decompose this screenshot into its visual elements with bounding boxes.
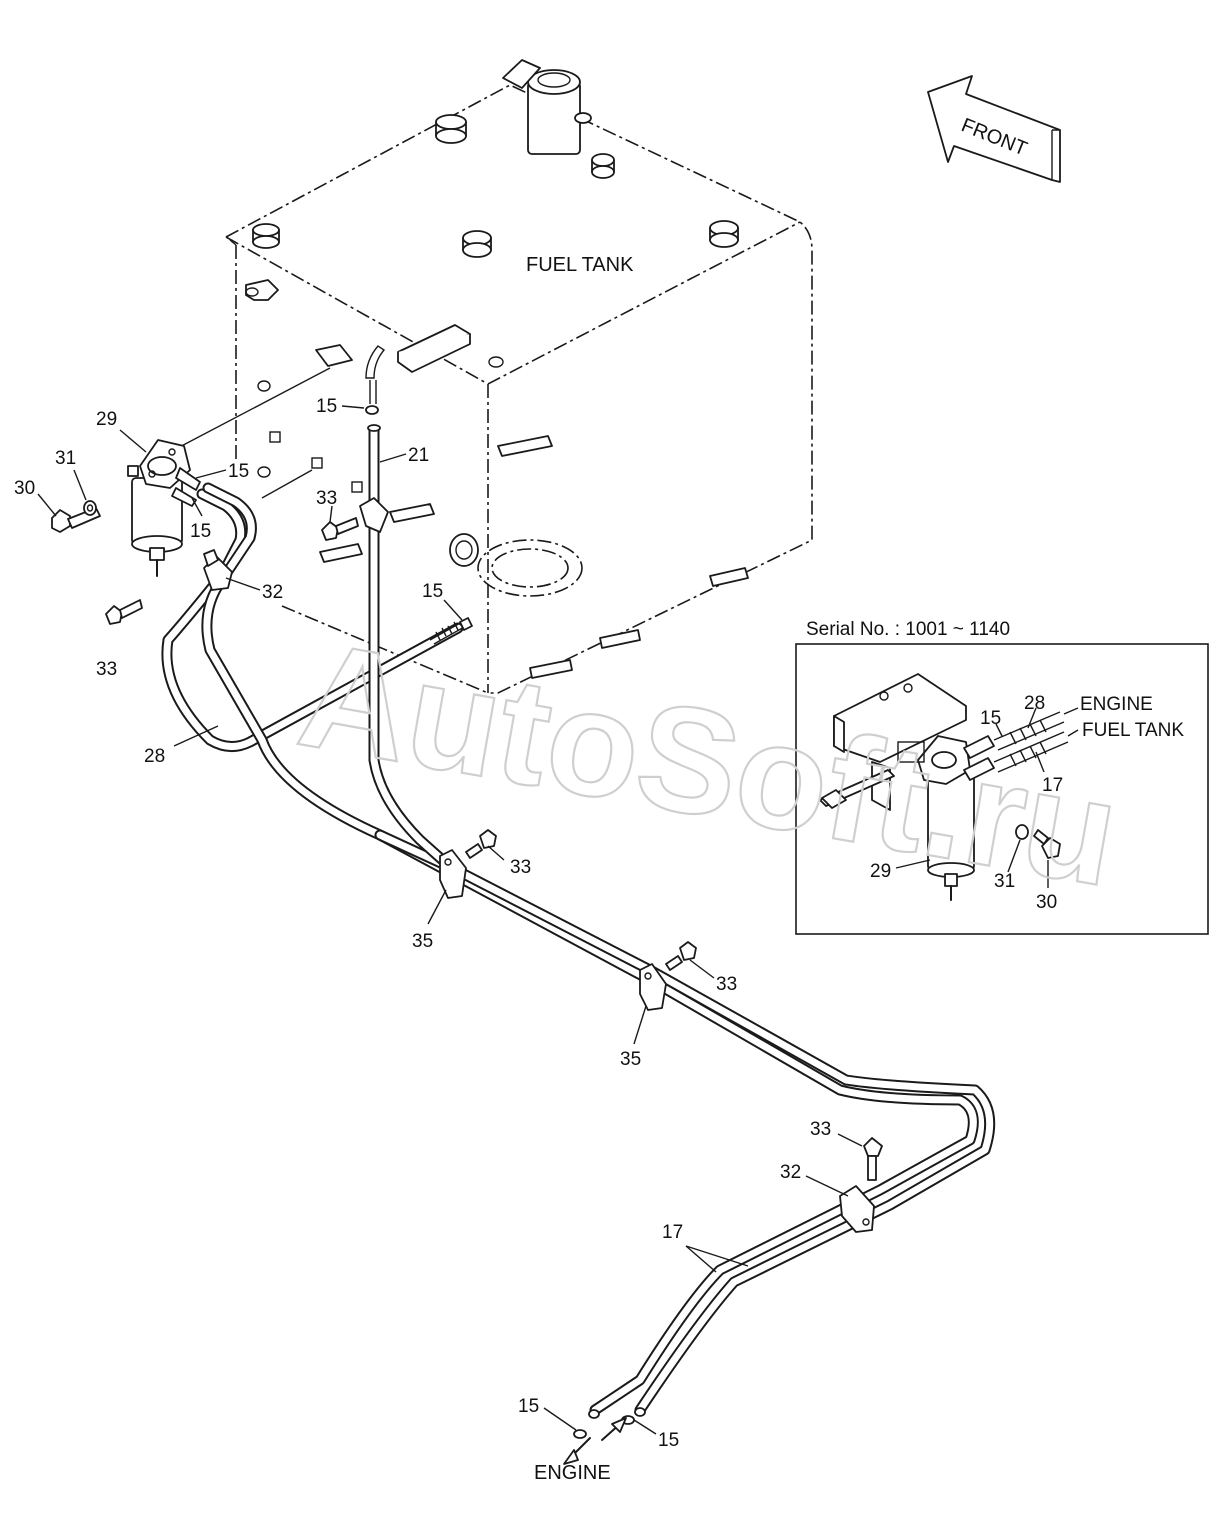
bolt-33-c (465, 829, 497, 859)
callout-29: 29 (96, 409, 117, 430)
callout-15: 15 (518, 1396, 539, 1417)
inset-callout-17: 17 (1042, 775, 1063, 796)
fuel-filter (127, 439, 201, 577)
pipe-21-tank-line (365, 345, 454, 871)
callouts: 29 31 30 15 15 15 21 33 32 33 15 28 33 3… (14, 396, 831, 1484)
serial-number-label: Serial No. : 1001 ~ 1140 (806, 619, 1010, 640)
clamp-35-upper (439, 849, 467, 899)
callout-32: 32 (262, 582, 283, 603)
callout-33: 33 (716, 974, 737, 995)
inset-callout-28: 28 (1024, 693, 1045, 714)
inset-callout-30: 30 (1036, 892, 1057, 913)
inset-callout-31: 31 (994, 871, 1015, 892)
callout-32: 32 (780, 1162, 801, 1183)
clamp-21-upper (359, 497, 389, 533)
callout-21: 21 (408, 445, 429, 466)
callout-30: 30 (14, 478, 35, 499)
bolt-33-b (105, 599, 143, 625)
inset-callout-29: 29 (870, 861, 891, 882)
front-arrow: FRONT (927, 75, 1061, 183)
tank-top-bosses (252, 112, 739, 258)
callout-15: 15 (422, 581, 443, 602)
callout-28: 28 (144, 746, 165, 767)
callout-15: 15 (228, 461, 249, 482)
serial-inset: Serial No. : 1001 ~ 1140 (795, 619, 1209, 935)
bolt-33-d (665, 941, 697, 971)
callout-33: 33 (316, 488, 337, 509)
callout-15: 15 (316, 396, 337, 417)
pipe-28-return (161, 488, 467, 752)
leader-lines (37, 405, 863, 1435)
callout-15: 15 (658, 1430, 679, 1451)
inset-fuel-tank-label: FUEL TANK (1082, 720, 1184, 741)
callout-17: 17 (662, 1222, 683, 1243)
callout-33: 33 (96, 659, 117, 680)
inset-callout-15: 15 (980, 708, 1001, 729)
callout-31: 31 (55, 448, 76, 469)
callout-35: 35 (412, 931, 433, 952)
callout-15: 15 (190, 521, 211, 542)
inset-engine-label: ENGINE (1080, 694, 1153, 715)
tank-filler-cap (502, 59, 581, 155)
washer-31 (83, 500, 97, 516)
bolt-33-a (321, 517, 359, 541)
callout-33: 33 (510, 857, 531, 878)
callout-35: 35 (620, 1049, 641, 1070)
clamp-35-lower (639, 963, 667, 1011)
callout-33: 33 (810, 1119, 831, 1140)
inset-frame (795, 643, 1209, 935)
bolt-33-e (863, 1137, 883, 1181)
engine-label: ENGINE (534, 1462, 611, 1484)
fuel-tank: FUEL TANK (169, 59, 813, 694)
clamp-32-lower (839, 1185, 875, 1233)
watermark: AutoSoft.ru (288, 609, 1129, 918)
fuel-tank-label: FUEL TANK (526, 254, 634, 276)
